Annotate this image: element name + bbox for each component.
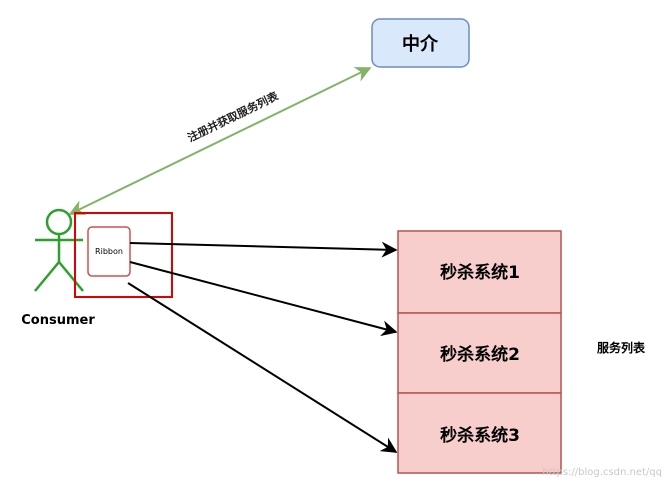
highlight-box (74, 212, 173, 298)
ribbon-label: Ribbon (95, 247, 123, 256)
edge-to-service-1 (129, 241, 398, 258)
service-label-1: 秒杀系统1 (440, 262, 520, 283)
edge-to-service-3 (127, 282, 398, 453)
broker-node: 中介 (371, 18, 470, 68)
service-box-1 (397, 230, 562, 314)
service-label-2: 秒杀系统2 (440, 344, 520, 365)
register-edge (68, 67, 372, 215)
consumer-leg-right (58, 261, 84, 292)
consumer-head (45, 208, 73, 236)
edge-to-service-2 (129, 261, 398, 337)
service-box-2 (397, 312, 562, 394)
service-label-3: 秒杀系统3 (440, 425, 520, 446)
service-box-3 (397, 392, 562, 474)
ribbon-box (87, 226, 131, 277)
register-edge-label: 注册并获取服务列表 (185, 88, 281, 144)
ribbon-node: Ribbon (87, 226, 131, 277)
consumer-label: Consumer (21, 313, 95, 328)
service-list-label: 服务列表 (597, 340, 646, 355)
consumer-leg-left (34, 261, 60, 292)
broker-box (371, 18, 470, 68)
watermark: https://blog.csdn.net/qq (542, 467, 662, 478)
service-stack: 秒杀系统1 秒杀系统2 秒杀系统3 (397, 230, 562, 474)
broker-label: 中介 (402, 33, 439, 55)
